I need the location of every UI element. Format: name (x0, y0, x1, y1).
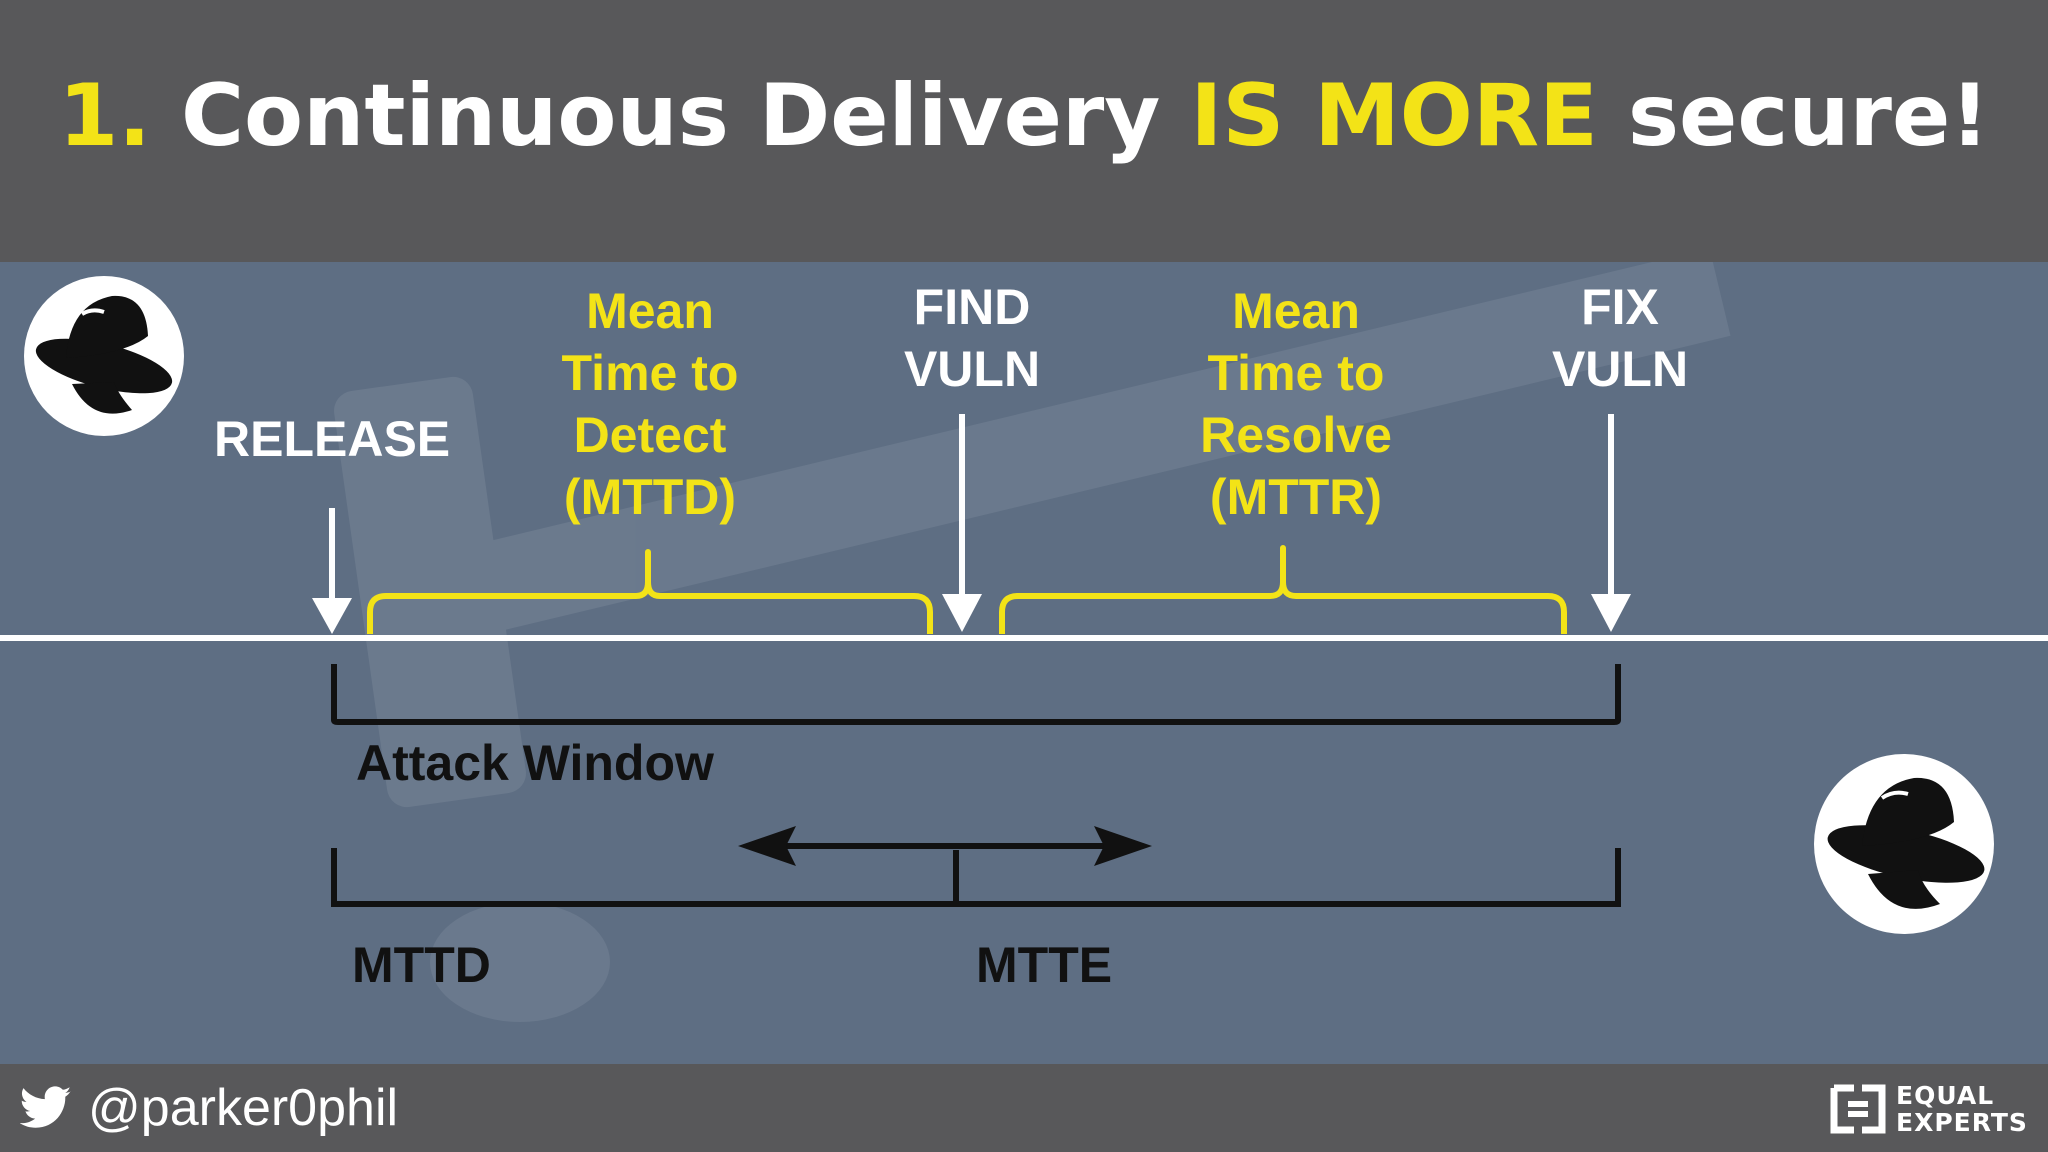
equal-experts-logo-icon (1830, 1084, 1886, 1134)
mttd-line: Detect (573, 407, 727, 463)
timeline-graphics (0, 262, 2048, 1022)
title-bar: 1. Continuous Delivery IS MORE secure! (0, 0, 2048, 262)
mttr-brace (999, 545, 1567, 634)
attack-window-label: Attack Window (356, 735, 714, 791)
mttd-line: (MTTD) (563, 469, 737, 525)
logo-line: EQUAL (1896, 1081, 1995, 1110)
slide-title: 1. Continuous Delivery IS MORE secure! (0, 66, 2048, 166)
mtte-label: MTTE (976, 937, 1113, 993)
red-hat-shadowman-icon (1814, 754, 1994, 934)
mttr-line: Time to (1207, 345, 1385, 401)
footer: @parker0phil EQUAL EXPERTS (0, 1064, 2048, 1152)
fix-vuln-arrow-icon (1591, 414, 1631, 632)
mttd-line: Time to (561, 345, 739, 401)
title-main: Continuous Delivery (180, 66, 1161, 166)
release-arrow-icon (312, 508, 352, 634)
mttr-line: Resolve (1200, 407, 1392, 463)
twitter-bird-icon (20, 1086, 72, 1128)
background-key-image (334, 262, 1731, 1022)
mttd-description: Mean Time to Detect (MTTD) (540, 280, 760, 528)
mttd-label: MTTD (352, 937, 491, 993)
attack-window-bracket (331, 664, 1621, 725)
double-arrow-icon (738, 826, 1152, 866)
title-end: secure! (1627, 66, 1990, 166)
title-number: 1. (58, 66, 151, 166)
red-hat-shadowman-icon (24, 276, 184, 436)
mttd-brace (367, 549, 933, 634)
fix-vuln-line: FIX (1581, 279, 1659, 335)
mttd-line: Mean (586, 283, 714, 339)
timeline-diagram: RELEASE Mean Time to Detect (MTTD) FIND … (0, 262, 2048, 1064)
mttr-line: (MTTR) (1209, 469, 1383, 525)
find-vuln-label: FIND VULN (872, 276, 1072, 400)
fix-vuln-label: FIX VULN (1520, 276, 1720, 400)
logo-line: EXPERTS (1896, 1108, 2028, 1137)
mttr-line: Mean (1232, 283, 1360, 339)
equal-experts-wordmark: EQUAL EXPERTS (1896, 1082, 2028, 1136)
fix-vuln-line: VULN (1551, 341, 1689, 397)
mttd-mtte-bracket (331, 848, 1621, 907)
mttr-description: Mean Time to Resolve (MTTR) (1176, 280, 1416, 528)
find-vuln-line: FIND (913, 279, 1031, 335)
twitter-handle: @parker0phil (88, 1079, 399, 1137)
title-highlight: IS MORE (1190, 66, 1598, 166)
find-vuln-line: VULN (903, 341, 1041, 397)
release-label: RELEASE (214, 411, 451, 467)
find-vuln-arrow-icon (942, 414, 982, 632)
